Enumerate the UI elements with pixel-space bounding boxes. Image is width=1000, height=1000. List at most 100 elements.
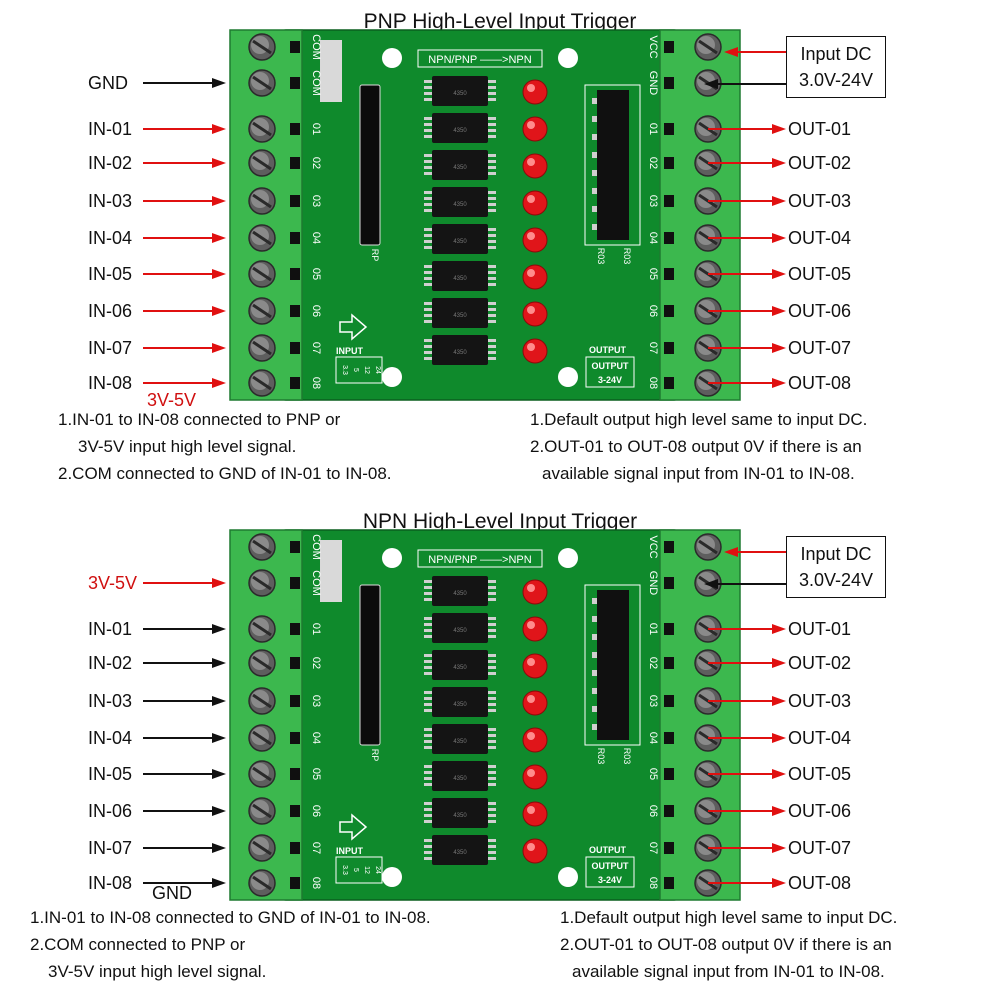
ic-pin xyxy=(488,771,496,774)
mount-hole xyxy=(382,867,402,887)
resistor-pad xyxy=(592,116,597,122)
ic-pin xyxy=(424,728,432,731)
ic-pin xyxy=(424,592,432,595)
arrow-head xyxy=(772,124,786,134)
left-wire-slot xyxy=(290,577,300,589)
arrow-head xyxy=(772,878,786,888)
output-label: OUT-06 xyxy=(788,801,852,821)
arrow-head xyxy=(212,78,226,88)
left-pin-label: 02 xyxy=(310,157,322,169)
mount-hole xyxy=(382,48,402,68)
right-pin-label: VCC xyxy=(647,35,659,58)
input-dc-box: Input DC 3.0V-24V xyxy=(786,36,886,98)
left-screw-icon-slot xyxy=(252,621,272,637)
arrow-head xyxy=(772,343,786,353)
arrow-head xyxy=(704,79,718,89)
led-highlight xyxy=(527,806,535,814)
left-pin-label: 05 xyxy=(310,268,322,280)
ic-pin xyxy=(488,246,496,249)
left-wire-slot xyxy=(290,877,300,889)
status-led xyxy=(522,801,548,827)
left-pin-label: 05 xyxy=(310,768,322,780)
arrow-head xyxy=(772,843,786,853)
right-wire-slot xyxy=(664,77,674,89)
left-wire-slot xyxy=(290,768,300,780)
right-wire-slot xyxy=(664,157,674,169)
mount-hole xyxy=(382,548,402,568)
ic-marking: 4350 xyxy=(453,202,467,208)
ic-marking: 4350 xyxy=(453,591,467,597)
ic-pin xyxy=(488,814,496,817)
input-box-cell: 12 xyxy=(363,366,370,374)
mount-hole xyxy=(558,867,578,887)
note-right: 2.OUT-01 to OUT-08 output 0V if there is… xyxy=(530,437,862,456)
left-screw-icon-slot xyxy=(252,340,272,356)
left-screw-icon-slot xyxy=(252,655,272,671)
left-wire-slot xyxy=(290,842,300,854)
left-wire-slot xyxy=(290,268,300,280)
output-box-range: 3-24V xyxy=(598,375,622,385)
right-pin-label: 05 xyxy=(647,768,659,780)
input-box xyxy=(335,356,383,384)
optocoupler-chip xyxy=(432,650,488,680)
ic-pin xyxy=(488,98,496,101)
output-label: OUT-08 xyxy=(788,373,852,393)
status-led xyxy=(522,190,548,216)
optocoupler-chip xyxy=(432,187,488,217)
input-dc-range: 3.0V-24V xyxy=(798,70,874,90)
ic-marking: 4350 xyxy=(453,628,467,634)
ic-pin xyxy=(424,339,432,342)
ic-pin xyxy=(424,734,432,737)
ic-pin xyxy=(488,598,496,601)
resistor-pad xyxy=(592,188,597,194)
ic-pin xyxy=(424,740,432,743)
left-wire-slot xyxy=(290,541,300,553)
ic-pin xyxy=(488,820,496,823)
led-highlight xyxy=(527,658,535,666)
mount-hole xyxy=(382,367,402,387)
note-left: 2.COM connected to PNP or xyxy=(30,935,246,954)
ic-pin xyxy=(424,777,432,780)
note-right: 2.OUT-01 to OUT-08 output 0V if there is… xyxy=(560,935,892,954)
ic-pin xyxy=(488,129,496,132)
ic-pin xyxy=(488,197,496,200)
resistor-network xyxy=(359,84,381,246)
output-label: OUT-01 xyxy=(788,619,852,639)
left-pin-label: 06 xyxy=(310,805,322,817)
right-pin-label: 02 xyxy=(647,157,659,169)
status-led xyxy=(522,116,548,142)
note-left: 1.IN-01 to IN-08 connected to GND of IN-… xyxy=(30,908,431,927)
right-wire-slot xyxy=(664,195,674,207)
arrow-head xyxy=(772,158,786,168)
rp-label: RP xyxy=(370,749,380,762)
arrow-head xyxy=(212,843,226,853)
left-screw-icon-slot xyxy=(252,875,272,891)
note-right: 1.Default output high level same to inpu… xyxy=(530,410,868,429)
input-box-cell: 3.3 xyxy=(341,365,348,375)
ic-pin xyxy=(424,228,432,231)
left-wire-slot xyxy=(290,623,300,635)
ic-pin xyxy=(424,623,432,626)
resistor-pad xyxy=(592,724,597,730)
right-pin-label: GND xyxy=(647,571,659,596)
ic-pin xyxy=(488,728,496,731)
led-highlight xyxy=(527,121,535,129)
optocoupler-chip xyxy=(432,724,488,754)
led-highlight xyxy=(527,232,535,240)
output-resistor-outline xyxy=(584,584,641,746)
ic-pin xyxy=(488,709,496,712)
output-label: OUT-05 xyxy=(788,764,852,784)
ic-pin xyxy=(424,746,432,749)
right-wire-slot xyxy=(664,577,674,589)
input-dc-range: 3.0V-24V xyxy=(798,570,874,590)
resistor-pad xyxy=(592,170,597,176)
ic-pin xyxy=(488,691,496,694)
ic-pin xyxy=(488,345,496,348)
status-led xyxy=(522,338,548,364)
resistor-pad xyxy=(592,706,597,712)
ic-pin xyxy=(424,197,432,200)
optocoupler-chip xyxy=(432,613,488,643)
input-label: IN-05 xyxy=(88,764,133,784)
input-label: IN-08 xyxy=(88,373,133,393)
ic-pin xyxy=(424,160,432,163)
